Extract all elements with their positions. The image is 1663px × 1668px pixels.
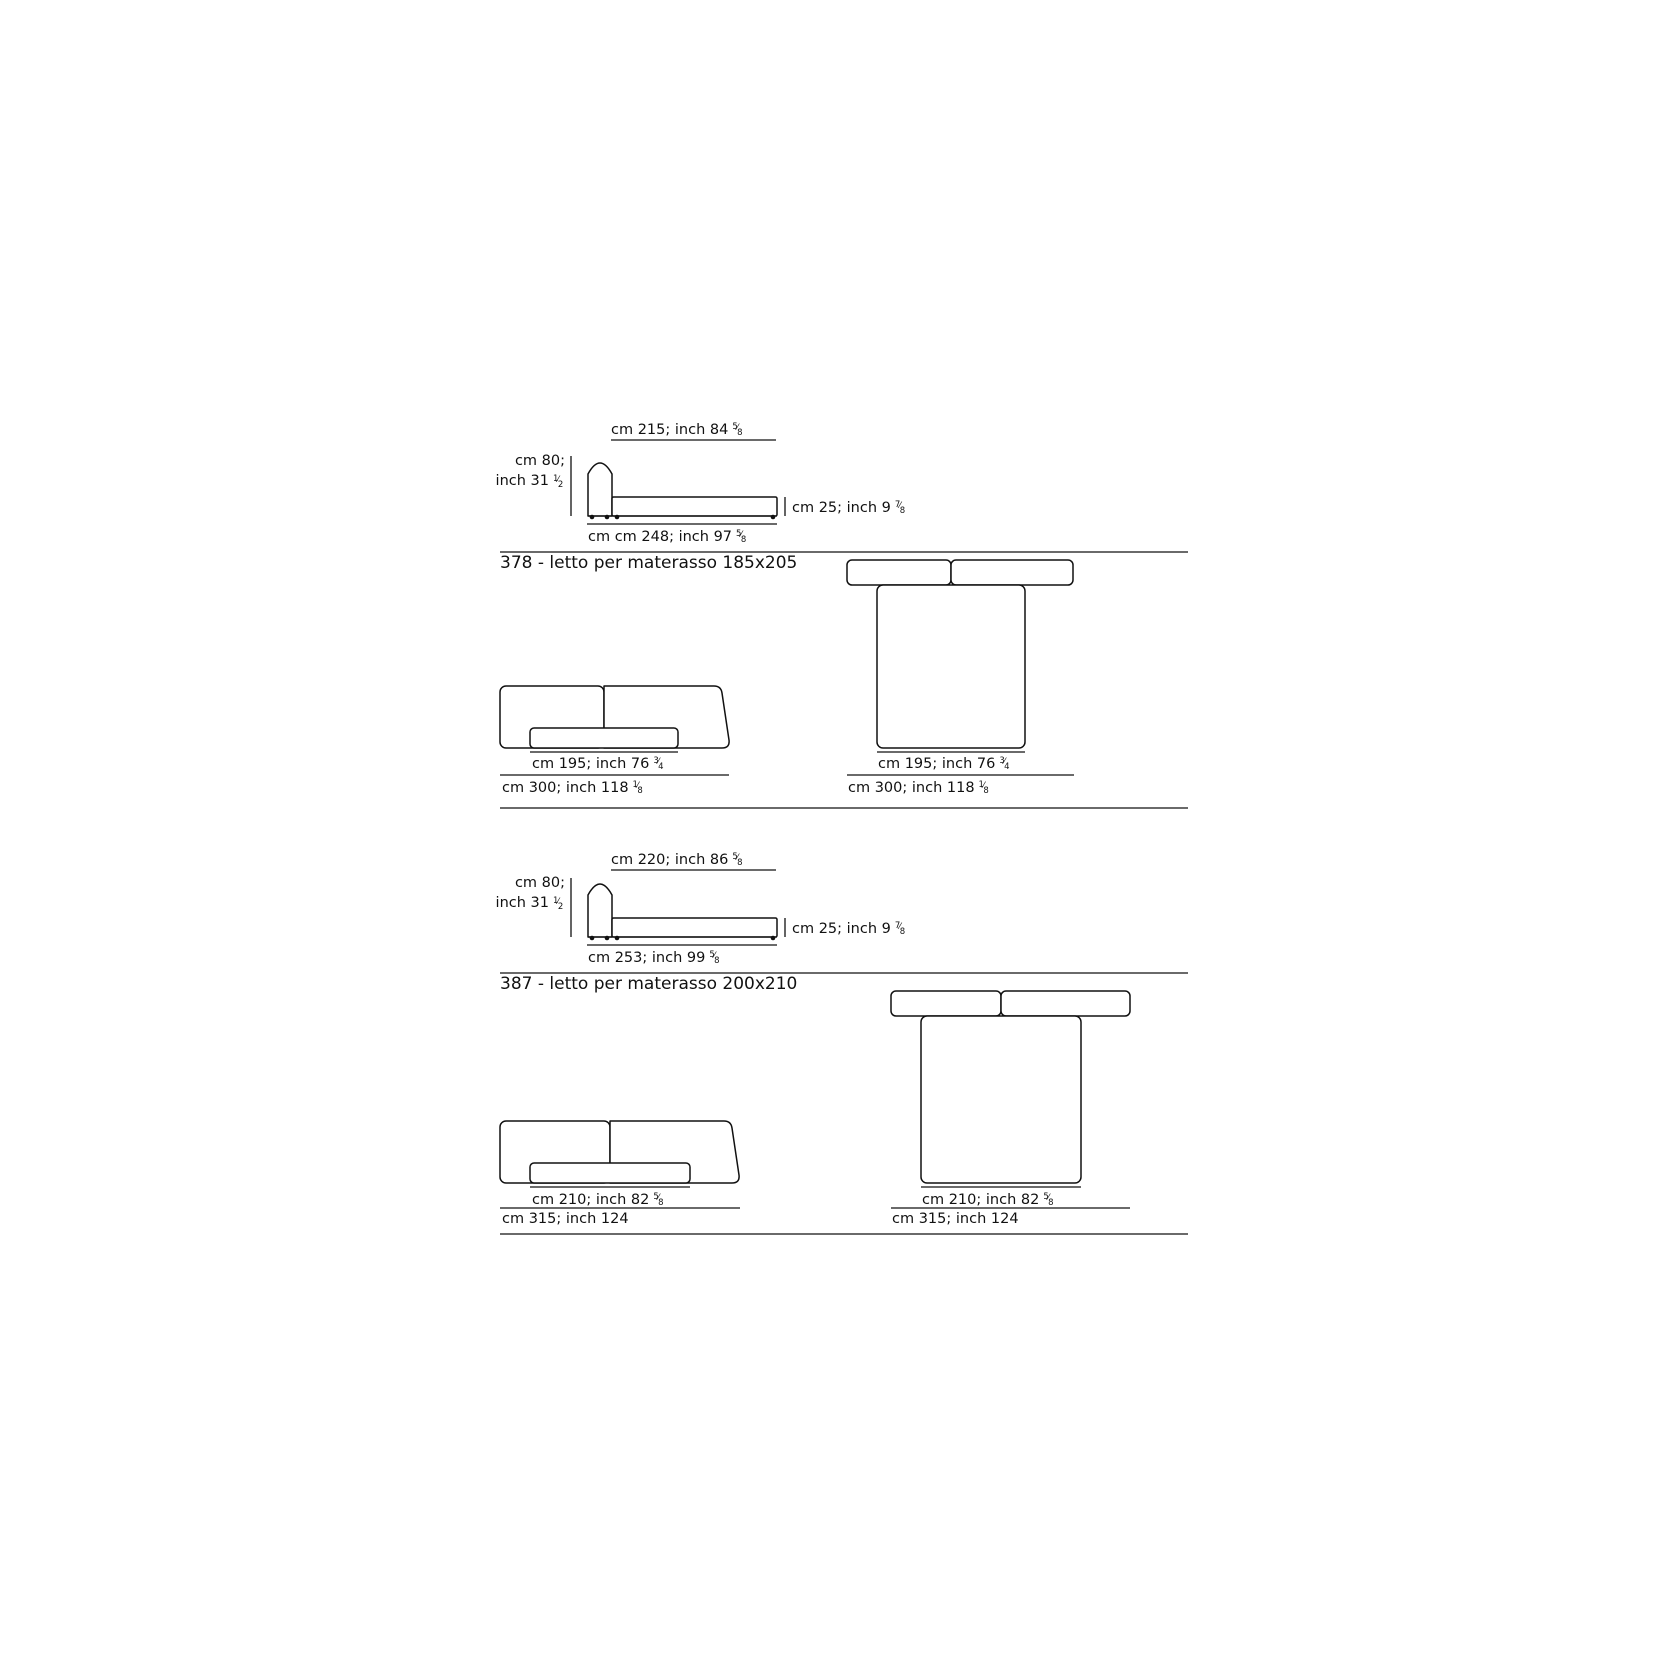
bed-387-frame-side — [611, 917, 778, 938]
bed-387-front-frame — [529, 1162, 691, 1184]
bed-378-foot-3 — [614, 514, 620, 520]
bed-378-frame-side — [611, 496, 778, 517]
bed-378-top-cushion-left — [846, 559, 952, 586]
bed-387-foot-1 — [589, 935, 595, 941]
bed-378-title: 378 - letto per materasso 185x205 — [500, 553, 797, 573]
bed-387-top-cushion-right — [1000, 990, 1131, 1017]
bed-378-foot-1 — [589, 514, 595, 520]
bed-378-height-label-2: inch 31 — [496, 473, 549, 489]
bed-387-height-label-1: cm 80; — [515, 875, 565, 891]
bed-387-height-frac: 1⁄2 — [553, 896, 563, 912]
bed-378-foot-2 — [604, 514, 610, 520]
bed-378-height-label-1: cm 80; — [515, 453, 565, 469]
bed-378-headboard-side — [587, 462, 613, 517]
bed-387-top-mattress — [920, 1015, 1082, 1184]
bed-387-headboard-side — [587, 883, 613, 938]
bed-378-front-frame — [529, 727, 679, 749]
bed-387-foot-3 — [614, 935, 620, 941]
bed-378-top-mattress — [876, 584, 1026, 749]
bed-387-front-outer-label: cm 315; inch 124 — [502, 1211, 629, 1227]
bed-387-top-outer-label: cm 315; inch 124 — [892, 1211, 1019, 1227]
bed-378-height-frac: 1⁄2 — [553, 474, 563, 490]
bed-387-top-cushion-left — [890, 990, 1002, 1017]
bed-378-foot-4 — [770, 514, 776, 520]
bed-378-top-cushion-right — [950, 559, 1074, 586]
bed-387-foot-4 — [770, 935, 776, 941]
bed-387-foot-2 — [604, 935, 610, 941]
bed-387-height-label-2: inch 31 — [496, 895, 549, 911]
bed-387-title: 387 - letto per materasso 200x210 — [500, 974, 797, 994]
